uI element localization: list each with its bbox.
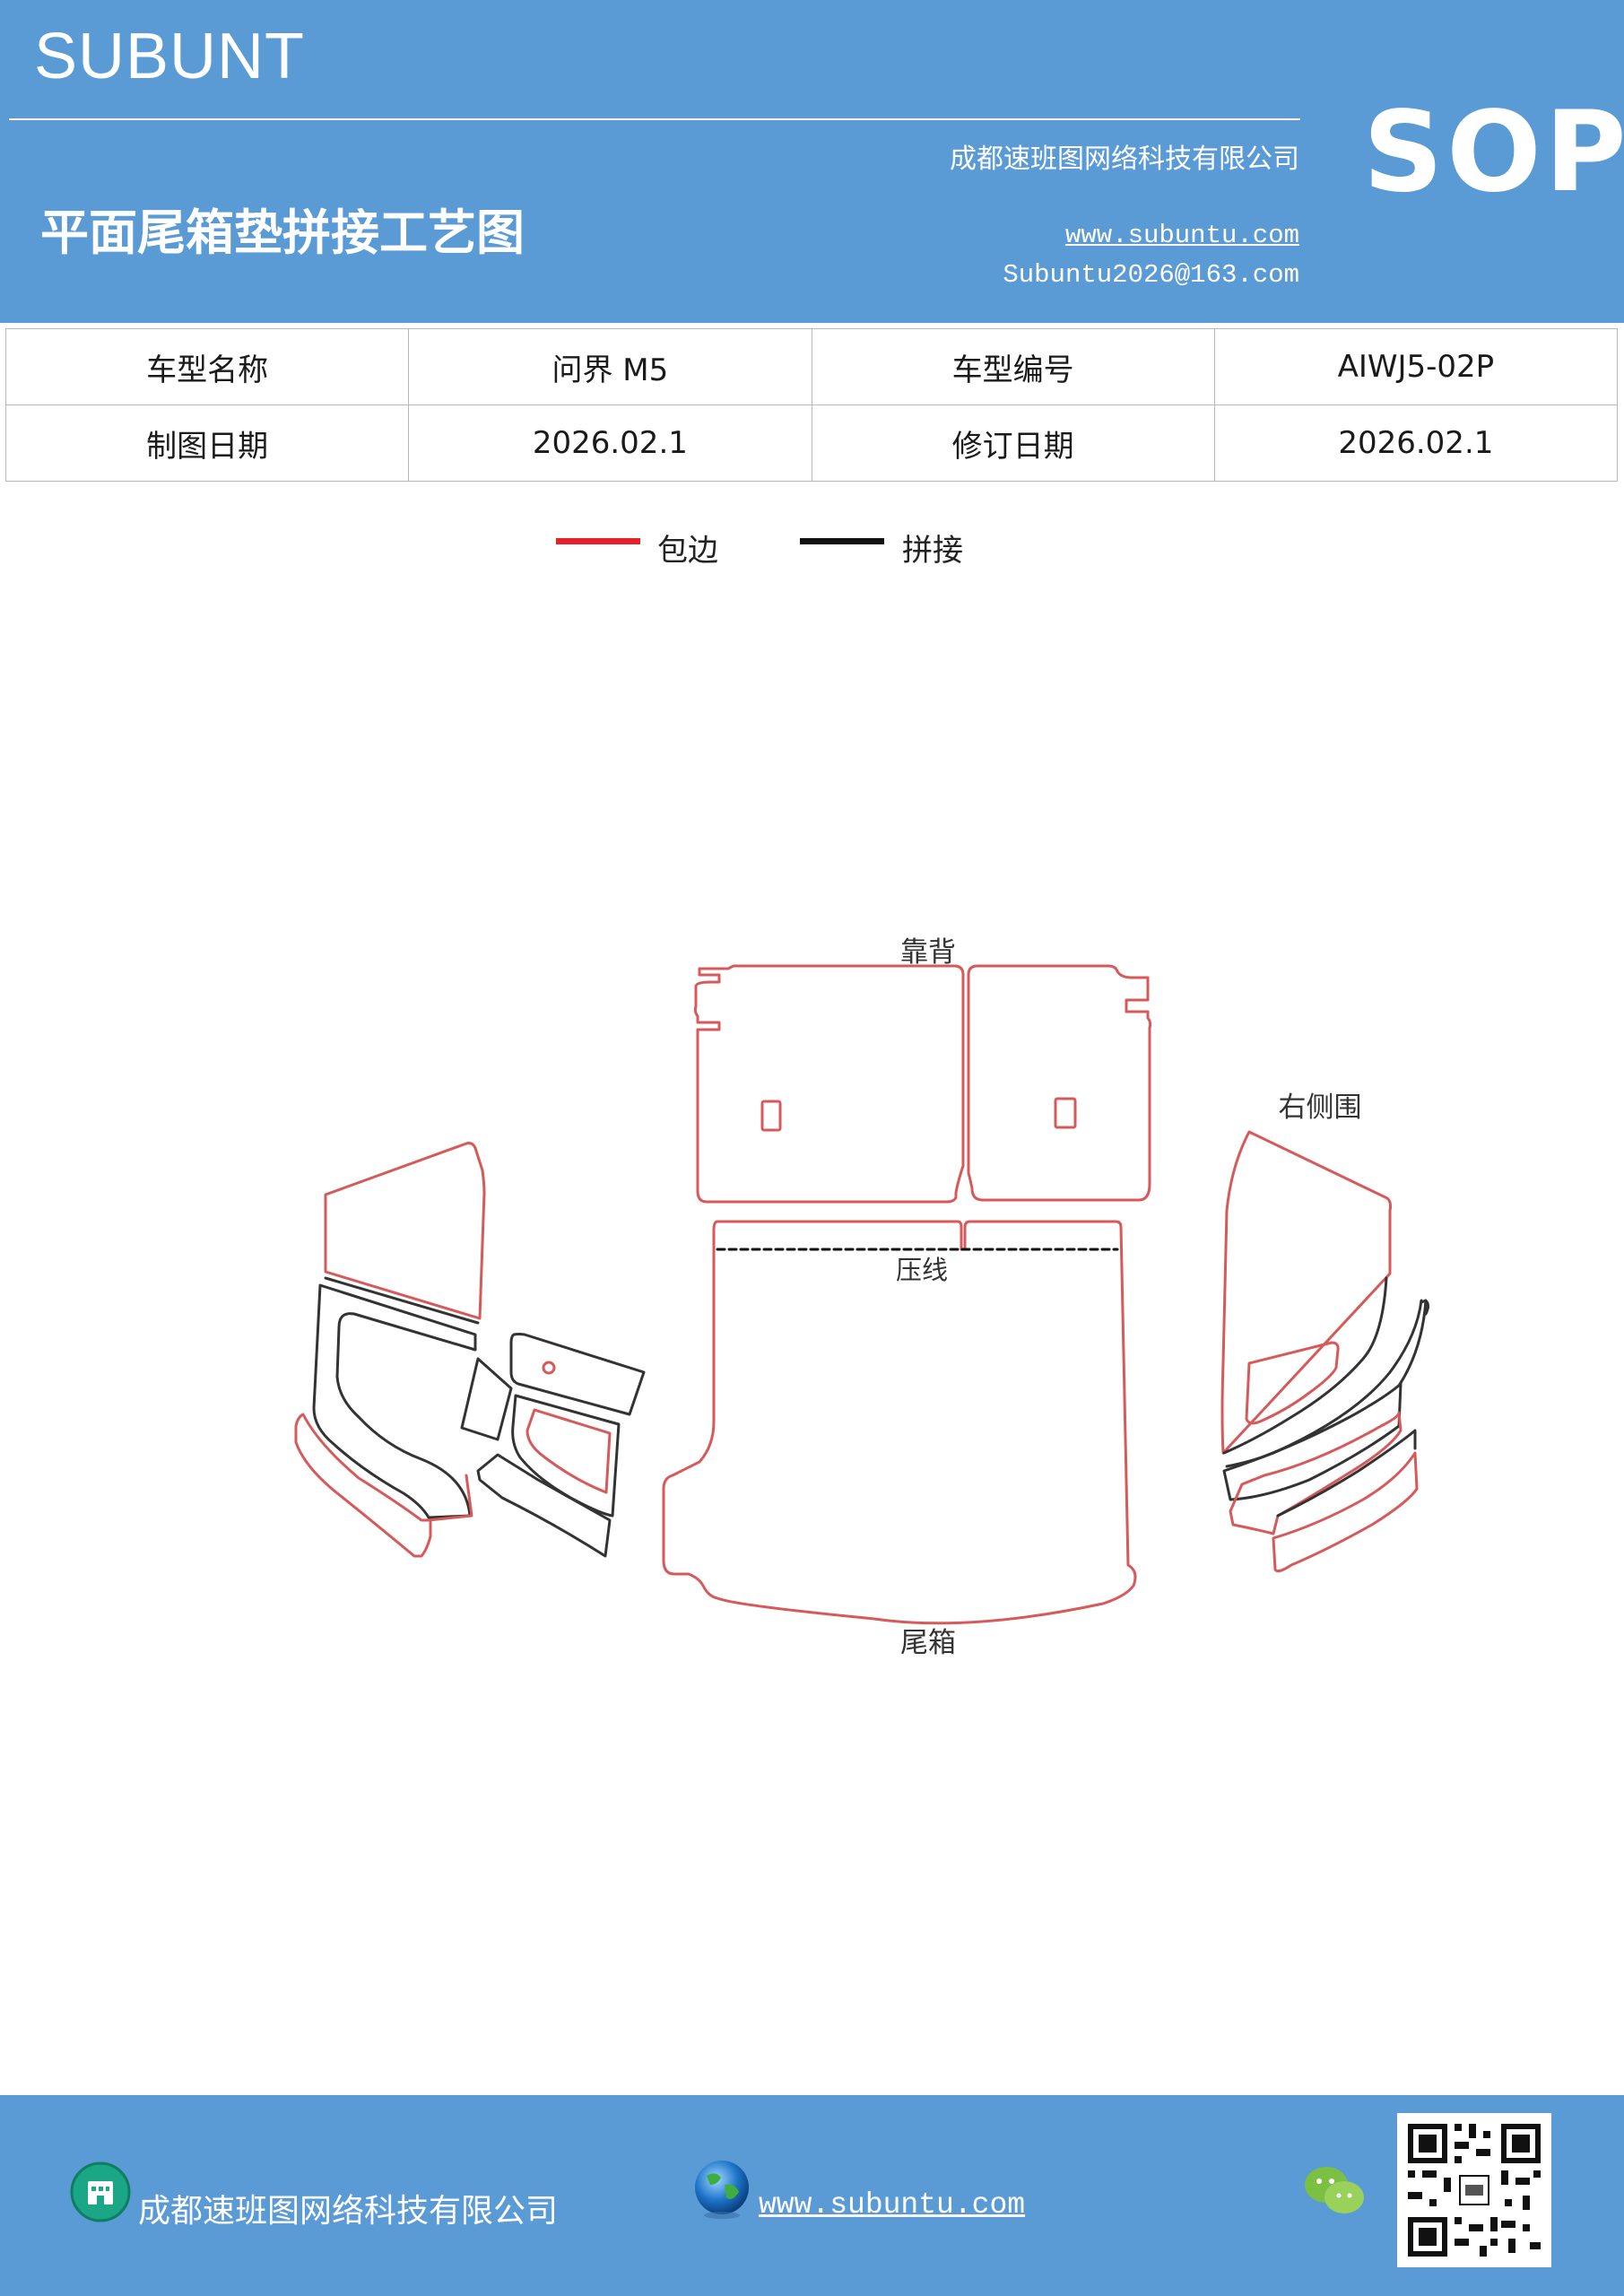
sop-badge: SOP [1363,88,1624,217]
trunk-label: 尾箱 [900,1627,956,1659]
model-name-value: 问界 M5 [408,328,812,405]
globe-icon [695,2161,749,2219]
backrest-left-panel [693,964,965,1204]
right-side-splice-curve-1 [1222,1276,1388,1455]
left-side-splice-line [324,1276,480,1325]
footer-website-link[interactable]: www.subuntu.com [759,2188,1026,2222]
revise-date-value: 2026.02.1 [1213,404,1619,482]
table-row: 车型名称 问界 M5 车型编号 AIWJ5-02P [4,328,1619,405]
model-info-table: 车型名称 问界 M5 车型编号 AIWJ5-02P 制图日期 2026.02.1… [4,328,1619,482]
model-code-value: AIWJ5-02P [1213,328,1619,405]
legend-splice-label: 拼接 [902,533,963,569]
left-small-tab-hole [542,1361,556,1375]
wechat-icon [1305,2167,1364,2213]
legend-splice-swatch [800,538,884,544]
right-side-splice-curve-3 [1397,1299,1429,1387]
right-side-lower-panel-1 [1229,1411,1403,1535]
footer-company-name: 成都速班图网络科技有限公司 [138,2193,559,2230]
crease-label: 压线 [896,1255,948,1285]
website-link[interactable]: www.subuntu.com [1064,221,1299,250]
legend-wrap-label: 包边 [657,533,718,569]
left-bottom-strip-panel [476,1453,612,1558]
right-side-splice-strip-2 [1276,1429,1417,1518]
backrest-label: 靠背 [900,936,956,969]
right-side-strip-panel [1222,1382,1403,1501]
header-divider [9,118,1300,120]
right-side-label: 右侧围 [1279,1091,1362,1124]
backrest-left-clip-hole [760,1100,782,1132]
legend: 包边 拼接 [556,520,1022,574]
left-small-tab-panel [509,1333,646,1416]
building-icon [70,2161,131,2222]
trunk-main-panel [662,1220,1137,1625]
left-side-upper-panel [324,1142,486,1320]
company-name: 成都速班图网络科技有限公司 [950,144,1299,175]
model-name-label: 车型名称 [4,328,410,405]
contact-email[interactable]: Subuntu2026@163.com [1003,260,1299,290]
draw-date-label: 制图日期 [4,404,410,482]
left-side-lower-panel [294,1413,432,1558]
left-window-frame-panel [511,1394,621,1518]
backrest-right-clip-hole [1054,1097,1077,1129]
right-side-upper-panel [1220,1130,1393,1455]
left-small-wedge-panel [460,1357,513,1441]
left-side-middle-panel [312,1283,477,1519]
table-row: 制图日期 2026.02.1 修订日期 2026.02.1 [4,404,1619,482]
left-side-lower-trim [427,1474,473,1522]
model-code-label: 车型编号 [811,328,1215,405]
right-side-window-opening [1245,1341,1340,1425]
footer-banner: 成都速班图网络科技有限公司 www.subuntu.com [0,2095,1624,2296]
document-title: 平面尾箱垫拼接工艺图 [40,204,525,261]
left-window-inner [525,1408,612,1494]
right-side-lower-panel-2 [1272,1451,1419,1573]
backrest-right-panel [967,964,1152,1202]
draw-date-value: 2026.02.1 [408,404,812,482]
legend-wrap-swatch [556,538,640,544]
revise-date-label: 修订日期 [811,404,1215,482]
qr-code-icon[interactable] [1397,2113,1551,2267]
brand-name: SUBUNT [34,21,306,92]
header-banner: SUBUNT 成都速班图网络科技有限公司 平面尾箱垫拼接工艺图 www.subu… [0,0,1624,323]
